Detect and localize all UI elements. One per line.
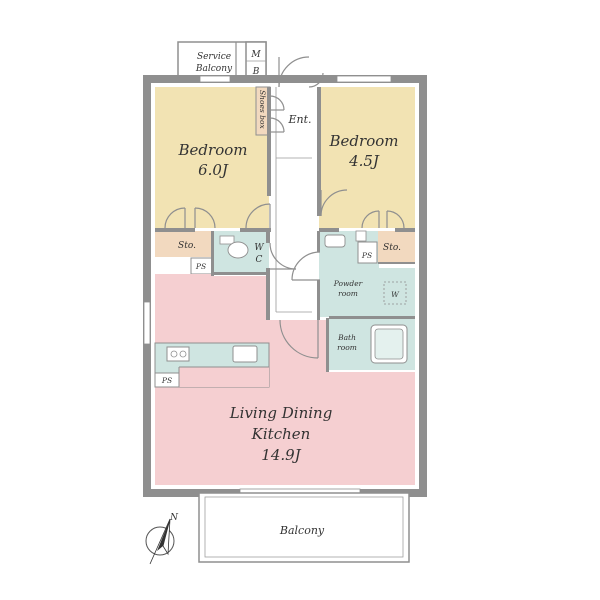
washer-space xyxy=(383,281,407,305)
ps-right xyxy=(357,241,378,264)
wash-basin xyxy=(324,234,346,248)
bedroom-right-name: Bedroom xyxy=(329,132,399,150)
service-balcony-label-2: Balcony xyxy=(195,64,233,74)
service-balcony-label: Service xyxy=(197,52,231,62)
shoes-box-label: Shoes box xyxy=(258,90,267,129)
sink xyxy=(232,345,258,363)
bedroom-left-name: Bedroom xyxy=(178,141,248,159)
ldk-label-2: Kitchen xyxy=(251,425,311,443)
powder-room-label: Powder xyxy=(333,279,363,288)
meter-box-label-2: B xyxy=(252,67,260,77)
wc-label: W xyxy=(254,243,264,253)
toilet xyxy=(227,241,249,259)
washer-label: W xyxy=(391,290,400,299)
ps-kitchen xyxy=(154,372,180,388)
powder-room-label-2: room xyxy=(338,289,358,298)
bedroom-left-size: 6.0J xyxy=(198,161,229,179)
washer-area xyxy=(379,268,415,317)
balcony-label: Balcony xyxy=(279,524,325,537)
ldk-area xyxy=(155,274,415,485)
toilet-tank xyxy=(219,235,235,245)
ldk-size: 14.9J xyxy=(261,446,301,464)
storage-left-area xyxy=(155,231,211,257)
north-compass xyxy=(145,518,175,565)
door-swings xyxy=(164,56,405,359)
storage-right-label: Sto. xyxy=(383,243,401,253)
bedroom-right-size: 4.5J xyxy=(348,152,380,170)
interior-walls xyxy=(155,87,415,372)
wc-label-2: C xyxy=(256,255,263,265)
ps-left-label: PS xyxy=(195,262,206,271)
north-label: N xyxy=(169,513,179,523)
storage-left-label: Sto. xyxy=(178,241,196,251)
ps-right-label: PS xyxy=(361,251,372,260)
balcony-area xyxy=(198,492,410,563)
bathroom-label-2: room xyxy=(337,343,357,352)
ps-kitchen-label: PS xyxy=(161,376,172,385)
ldk-label: Living Dining xyxy=(229,404,333,422)
entrance-label: Ent. xyxy=(287,113,311,126)
storage-right-area xyxy=(378,231,415,263)
meter-box-label: M xyxy=(250,50,261,60)
bedroom-right-area xyxy=(319,87,415,228)
bedroom-left-area xyxy=(155,87,269,228)
bathroom-label: Bath xyxy=(337,333,356,342)
stove xyxy=(166,346,190,362)
